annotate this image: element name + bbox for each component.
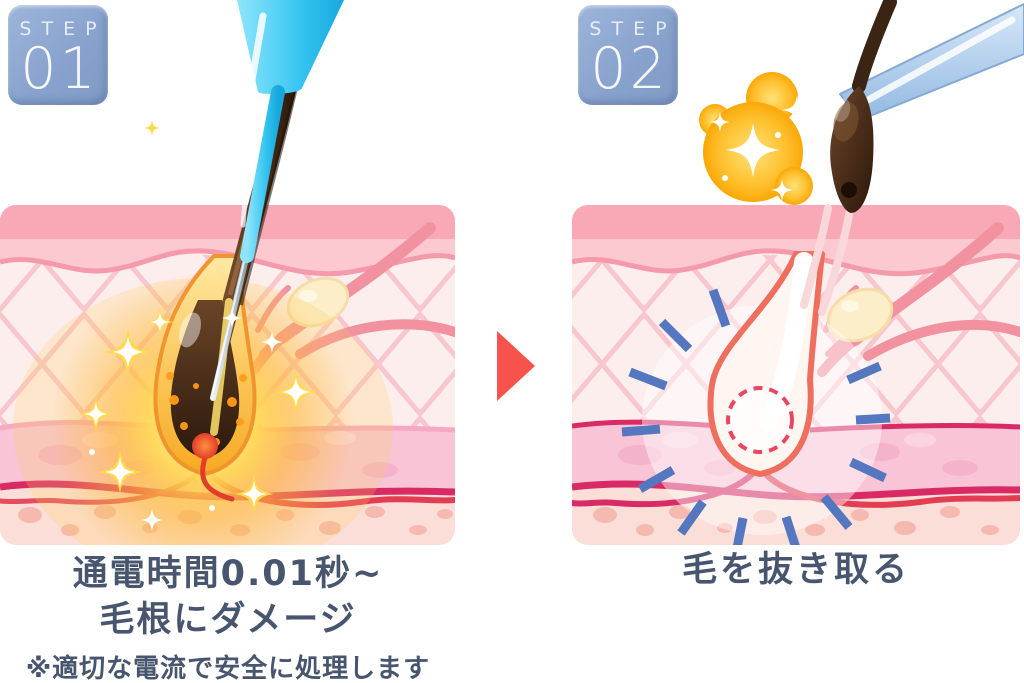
step2-skin-illustration [572, 0, 1024, 545]
gold-sparkle-cluster-icon [699, 53, 813, 205]
skin-cross-section [572, 205, 1020, 545]
destroyed-root-dashed-circle [726, 386, 794, 454]
dermal-papilla [192, 433, 235, 502]
step1-badge: STEP 01 [8, 5, 108, 105]
step2-caption: 毛を抜き取る [681, 550, 910, 590]
step2-badge: STEP 02 [578, 5, 678, 105]
step1-badge-number: 01 [20, 36, 99, 102]
needle-glint [212, 261, 245, 393]
step1-caption-line1: 通電時間0.01秒~ [72, 554, 384, 594]
sebaceous-gland [823, 285, 894, 357]
needle-tip [210, 255, 249, 401]
electric-probe-icon [237, 0, 344, 263]
step1-caption-note: ※適切な電流で安全に処理します [25, 654, 431, 683]
blood-vessel [572, 465, 1020, 508]
step1-badge-label: STEP [19, 18, 107, 40]
extracted-hair-icon [800, 0, 897, 316]
sparkle-icons [78, 120, 318, 531]
fat-cells [593, 505, 999, 536]
step1-caption-line2: 毛根にダメージ [99, 600, 357, 640]
step1-caption: 通電時間0.01秒~ 毛根にダメージ ※適切な電流で安全に処理します [0, 551, 456, 683]
step1-skin-illustration [0, 0, 455, 545]
step2-badge-number: 02 [590, 36, 669, 102]
arrow-right-icon [497, 331, 535, 401]
step2-badge-label: STEP [589, 18, 677, 40]
pluck-dashes [621, 288, 891, 545]
empty-follicle [642, 251, 882, 535]
